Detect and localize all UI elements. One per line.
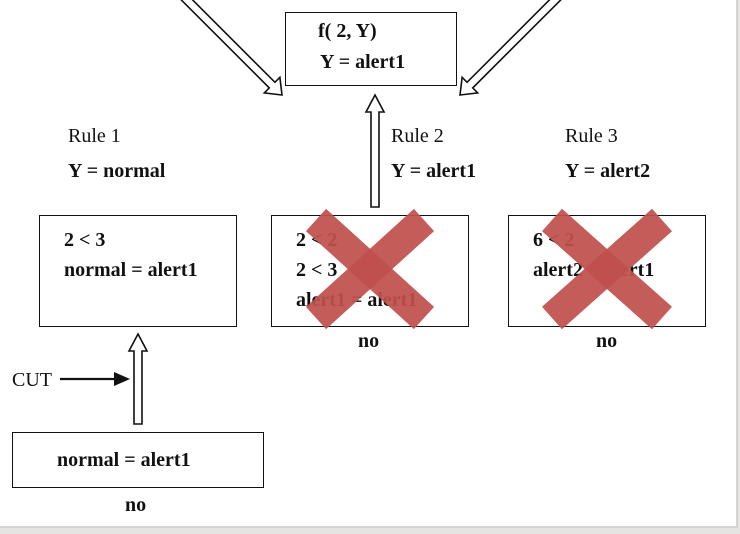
rule2-cross-icon <box>305 208 435 330</box>
cut-pointer-arrow <box>60 372 130 386</box>
cut-up-arrow <box>127 332 149 425</box>
bottom-test: normal = alert1 <box>57 449 191 471</box>
rule1-test: normal = alert1 <box>64 259 198 281</box>
bottom-box <box>12 432 264 488</box>
rule1-condition: 2 < 3 <box>64 229 106 251</box>
rule2-title: Rule 2 <box>391 125 444 147</box>
rule1-title: Rule 1 <box>68 125 121 147</box>
rule2-arrow <box>364 93 386 208</box>
goal-box <box>285 12 457 86</box>
goal-expression: f( 2, Y) <box>318 20 377 42</box>
goal-binding: Y = alert1 <box>320 51 406 73</box>
rule3-arrow <box>459 0 563 96</box>
rule1-arrow <box>179 0 283 96</box>
rule3-binding: Y = alert2 <box>565 160 651 182</box>
rule1-binding: Y = normal <box>68 160 166 182</box>
rule2-condition-2: 2 < 3 <box>296 259 338 281</box>
bottom-result: no <box>125 494 147 516</box>
rule2-result: no <box>358 330 380 352</box>
cut-label: CUT <box>12 369 52 391</box>
rule1-box <box>39 215 237 327</box>
arrows-layer <box>60 0 672 425</box>
rule3-title: Rule 3 <box>565 125 618 147</box>
rule2-binding: Y = alert1 <box>391 160 477 182</box>
rule3-result: no <box>596 330 618 352</box>
rule3-cross-icon <box>542 208 672 330</box>
